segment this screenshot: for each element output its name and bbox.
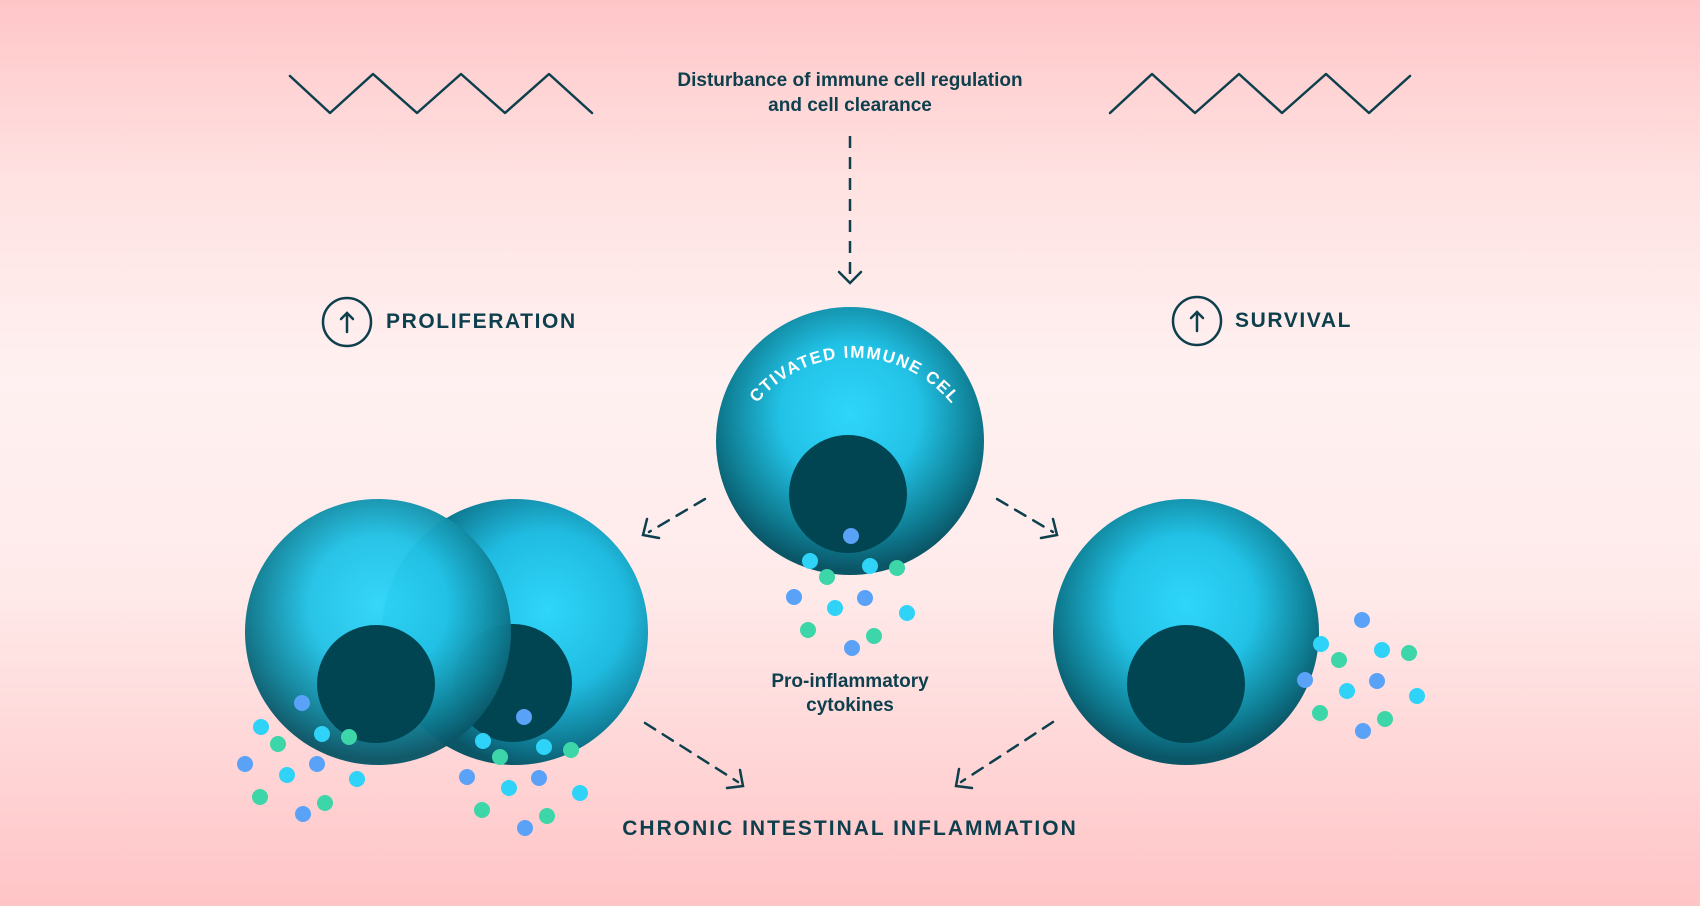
cytokine-dots-center xyxy=(786,528,915,656)
survival-arrow-up-icon xyxy=(1171,295,1223,347)
zigzag-right xyxy=(1108,72,1412,115)
activated-cell-nucleus xyxy=(789,435,907,553)
arrow-survival-to-inflammation xyxy=(954,720,1055,790)
arrow-down-dashed xyxy=(837,136,863,285)
chronic-inflammation-label: CHRONIC INTESTINAL INFLAMMATION xyxy=(622,817,1078,840)
proliferation-label: PROLIFERATION xyxy=(386,310,577,333)
diagram-title-line-1: Disturbance of immune cell regulation xyxy=(677,70,1023,91)
cytokine-dots-left-a xyxy=(237,695,365,822)
surviving-cell xyxy=(1053,499,1319,765)
cytokines-label-line-2: cytokines xyxy=(806,695,894,716)
cytokine-dots-left-b xyxy=(459,709,588,836)
proliferating-cell-front xyxy=(245,499,511,765)
survival-label: SURVIVAL xyxy=(1235,309,1353,332)
proliferation-arrow-up-icon xyxy=(321,296,373,348)
cytokine-dots-right xyxy=(1297,612,1425,739)
arrow-to-survival xyxy=(995,497,1059,540)
zigzag-left xyxy=(288,72,594,115)
arrow-to-proliferation xyxy=(641,497,707,540)
arrow-proliferation-to-inflammation xyxy=(643,721,745,790)
diagram-title-line-2: and cell clearance xyxy=(768,95,932,116)
cytokines-label-line-1: Pro-inflammatory xyxy=(771,671,929,692)
